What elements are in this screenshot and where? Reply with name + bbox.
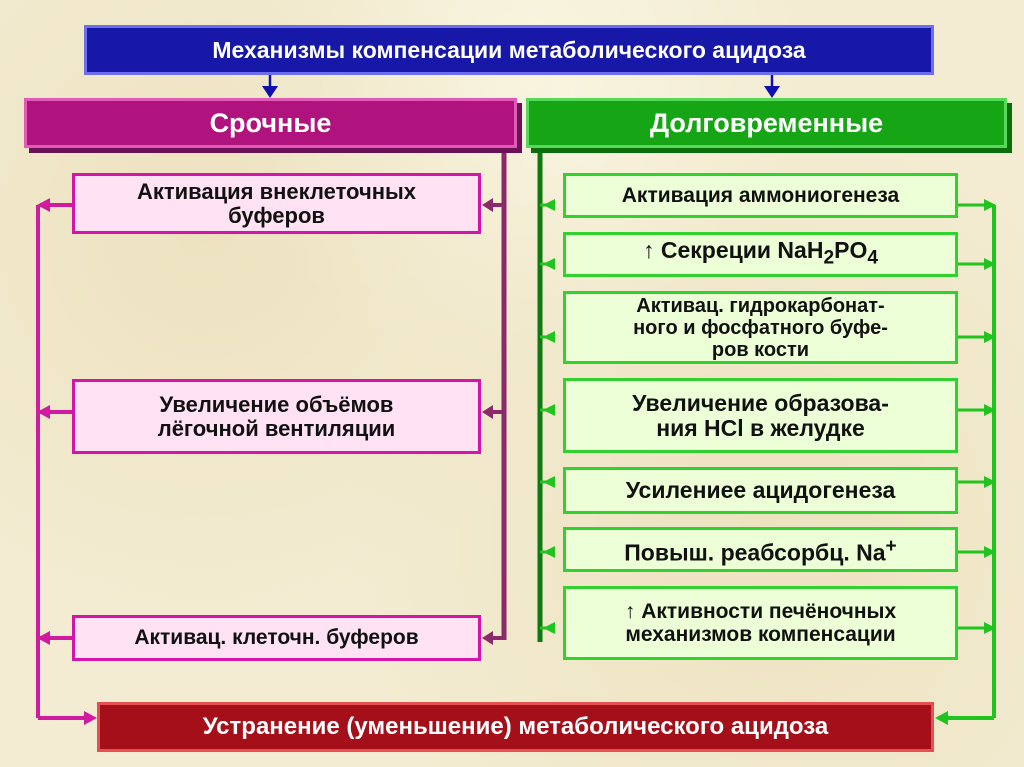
category-long-term: Долговременные [526,98,1007,148]
long-term-item-text: Повыш. реабсорбц. Na+ [624,535,897,566]
long-term-item-text: Увеличение образова- ния HCl в желудке [632,389,889,441]
title-arrows [262,75,780,98]
urgent-item-text: Активация внеклеточных буферов [136,178,417,228]
urgent-item-cellular-buffers: Активац. клеточн. буферов [72,615,481,661]
long-term-inner-connectors [537,148,555,642]
diagram-title-text: Механизмы компенсации метаболического ац… [212,36,806,63]
long-term-item-na-reabsorption: Повыш. реабсорбц. Na+ [563,527,958,572]
urgent-inner-connectors [482,148,507,645]
long-term-item-nah2po4-secretion: ↑ Секреции NaH2PO4 [563,232,958,277]
long-term-item-ammoniogenesis: Активация аммониогенеза [563,173,958,218]
long-term-item-text: Усилениее ацидогенеза [625,477,896,503]
long-term-item-liver-mechanisms: ↑ Активности печёночных механизмов компе… [563,586,958,660]
diagram-title: Механизмы компенсации метаболического ац… [84,25,934,75]
category-urgent: Срочные [24,98,517,148]
long-term-item-text: ↑ Секреции NaH2PO4 [642,237,878,269]
long-term-outer-connectors [935,199,996,725]
category-urgent-label: Срочные [209,107,332,138]
result-bar: Устранение (уменьшение) метаболического … [97,702,934,752]
urgent-item-text: Активац. клеточн. буферов [134,626,419,649]
category-long-term-label: Долговременные [649,107,884,138]
long-term-item-hcl-stomach: Увеличение образова- ния HCl в желудке [563,378,958,453]
urgent-item-extracellular-buffers: Активация внеклеточных буферов [72,173,481,234]
urgent-outer-connectors [36,198,97,725]
long-term-item-bone-buffers: Активац. гидрокарбонат- ного и фосфатног… [563,291,958,364]
result-text: Устранение (уменьшение) метаболического … [202,713,829,740]
long-term-item-text: Активац. гидрокарбонат- ного и фосфатног… [633,294,888,361]
long-term-item-acidogenesis: Усилениее ацидогенеза [563,467,958,514]
long-term-item-text: Активация аммониогенеза [621,184,900,207]
urgent-item-lung-ventilation: Увеличение объёмов лёгочной вентиляции [72,379,481,454]
urgent-item-text: Увеличение объёмов лёгочной вентиляции [157,391,396,441]
long-term-item-text: ↑ Активности печёночных механизмов компе… [624,600,897,646]
